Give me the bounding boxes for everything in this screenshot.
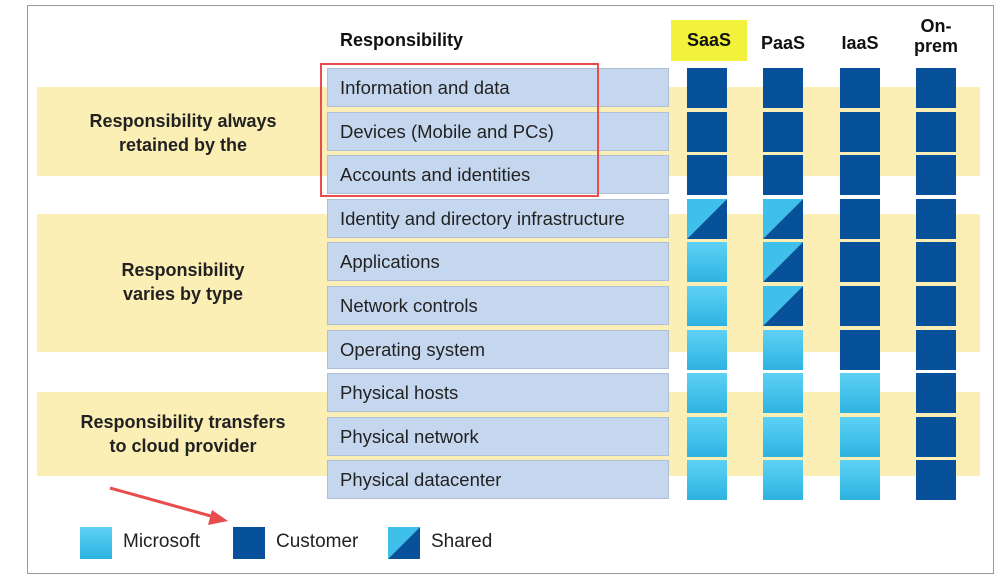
responsibility-header: Responsibility: [340, 30, 464, 50]
cell-microsoft-r5-c0: [687, 286, 727, 326]
cell-customer-r1-c0: [687, 111, 727, 152]
cell-customer-r8-c3: [916, 416, 956, 457]
group-label-transfers: Responsibility transfers to cloud provid…: [80, 412, 286, 456]
legend-swatch-customer: [233, 527, 265, 559]
row-label-3: Identity and directory infrastructure: [327, 198, 669, 238]
column-header-1: PaaS: [760, 33, 806, 53]
cell-customer-r1-c1: [763, 111, 803, 152]
cell-customer-r0-c0: [687, 68, 727, 108]
row-label-6: Operating system: [327, 329, 669, 369]
cell-microsoft-r7-c0: [687, 373, 727, 414]
column-header-2: IaaS: [841, 33, 879, 53]
cell-microsoft-r9-c2: [840, 460, 880, 501]
row-label-5: Network controls: [327, 286, 669, 325]
annotation-arrow-icon: [109, 486, 228, 525]
cell-shared-r3-c0: [687, 198, 727, 239]
legend-label-shared: Shared: [431, 531, 493, 552]
cell-customer-r6-c3: [916, 329, 956, 370]
cell-customer-r9-c3: [916, 460, 956, 501]
row-label-1: Devices (Mobile and PCs): [327, 111, 669, 151]
cell-microsoft-r9-c1: [763, 460, 803, 501]
row-label-4: Applications: [327, 242, 669, 282]
cell-shared-r3-c1: [763, 198, 803, 239]
cell-shared-r5-c1: [763, 286, 803, 326]
cell-microsoft-r9-c0: [687, 460, 727, 501]
cell-customer-r1-c2: [840, 111, 880, 152]
cell-microsoft-r7-c1: [763, 373, 803, 414]
diagram-frame: [27, 5, 994, 574]
cell-customer-r5-c2: [840, 286, 880, 326]
legend-swatch-shared: [388, 527, 420, 559]
cell-customer-r0-c1: [763, 68, 803, 108]
cell-customer-r2-c1: [763, 155, 803, 196]
cell-microsoft-r6-c1: [763, 329, 803, 370]
cell-customer-r7-c3: [916, 373, 956, 414]
cell-customer-r0-c2: [840, 68, 880, 108]
cell-microsoft-r7-c2: [840, 373, 880, 414]
cell-customer-r5-c3: [916, 286, 956, 326]
row-label-0: Information and data: [327, 68, 669, 107]
cell-customer-r6-c2: [840, 329, 880, 370]
cell-customer-r4-c2: [840, 242, 880, 283]
group-label-retained: Responsibility always retained by the: [89, 111, 277, 155]
cell-shared-r4-c1: [763, 242, 803, 283]
column-header-0: SaaS: [671, 20, 747, 61]
cell-customer-r4-c3: [916, 242, 956, 283]
cell-customer-r2-c3: [916, 155, 956, 196]
highlight-box: [320, 63, 599, 197]
cell-customer-r3-c2: [840, 198, 880, 239]
row-label-8: Physical network: [327, 416, 669, 456]
group-label-varies: Responsibility varies by type: [121, 260, 245, 304]
row-label-9: Physical datacenter: [327, 460, 669, 500]
cell-customer-r2-c2: [840, 155, 880, 196]
cell-microsoft-r8-c2: [840, 416, 880, 457]
legend-label-microsoft: Microsoft: [123, 531, 201, 552]
cell-customer-r3-c3: [916, 198, 956, 239]
cell-microsoft-r8-c0: [687, 416, 727, 457]
cell-customer-r2-c0: [687, 155, 727, 196]
cell-microsoft-r4-c0: [687, 242, 727, 283]
cell-customer-r0-c3: [916, 68, 956, 108]
legend-swatch-microsoft: [80, 527, 112, 559]
cell-microsoft-r6-c0: [687, 329, 727, 370]
column-header-3: On- prem: [913, 16, 958, 56]
cell-microsoft-r8-c1: [763, 416, 803, 457]
row-label-2: Accounts and identities: [327, 155, 669, 195]
cell-customer-r1-c3: [916, 111, 956, 152]
legend-label-customer: Customer: [276, 531, 359, 552]
row-label-7: Physical hosts: [327, 373, 669, 413]
